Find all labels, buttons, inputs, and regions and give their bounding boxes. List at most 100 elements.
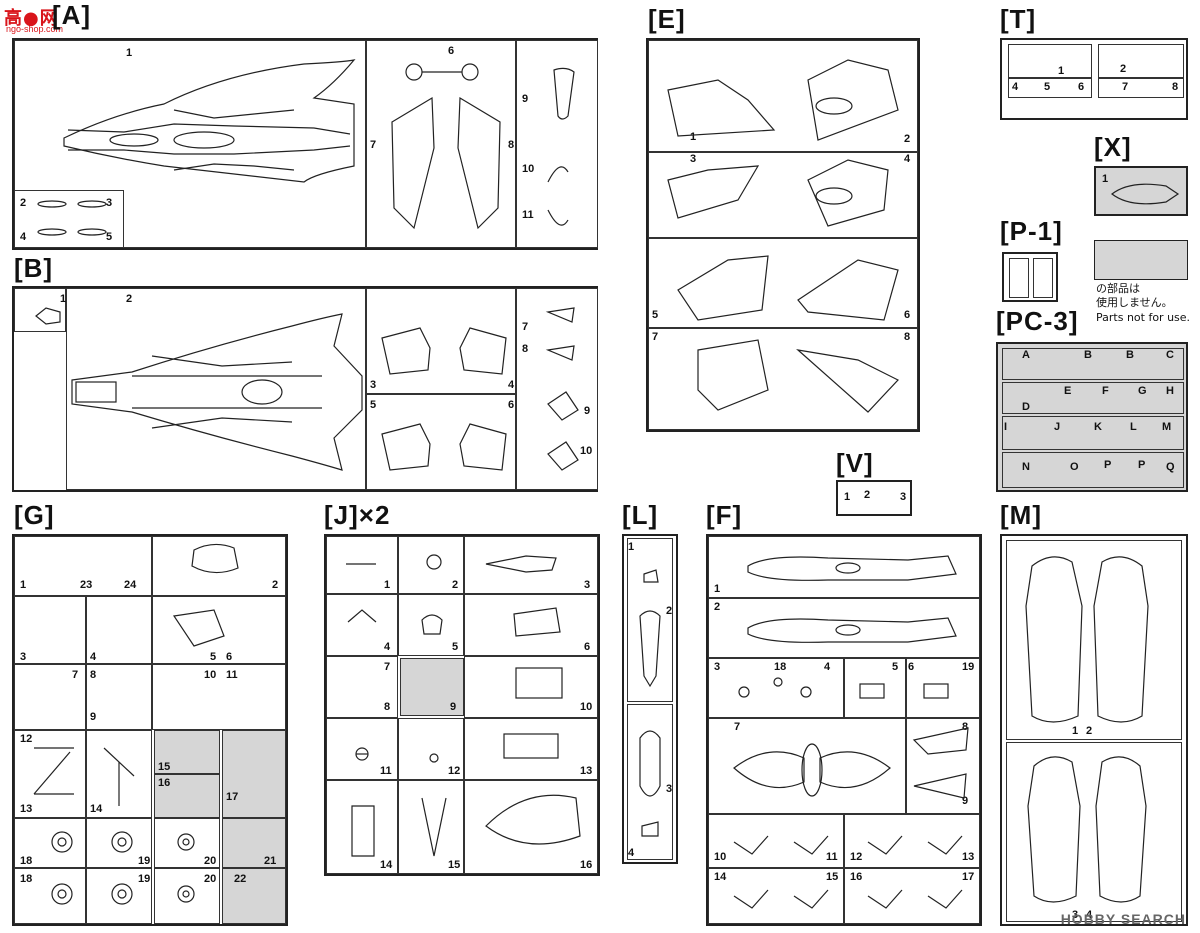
sprue-e-cell-1-2 <box>648 40 918 152</box>
part-label: 15 <box>158 761 171 773</box>
part-label: 2 <box>1086 725 1093 737</box>
sprue-g-cell-20b <box>154 868 220 924</box>
sprue-f-cell-14-15 <box>708 868 844 924</box>
part-label: 5 <box>1044 81 1051 93</box>
sprue-g-cell-3 <box>14 596 86 664</box>
sprue-b-cell-1 <box>14 288 66 332</box>
part-label: 10 <box>522 163 535 175</box>
part-label: 6 <box>508 399 515 411</box>
part-label: 24 <box>124 579 137 591</box>
part-label: 2 <box>864 489 871 501</box>
wing-root-parts-drawing <box>381 327 507 471</box>
part-label: C <box>1166 349 1174 361</box>
sprue-p1-cell-left <box>1009 258 1029 298</box>
part-label: 12 <box>448 765 461 777</box>
part-label: 3 <box>1072 909 1079 921</box>
sprue-f-cell-6-19 <box>906 658 980 718</box>
sprue-e-frame: 1 2 3 4 5 6 7 8 <box>646 38 920 432</box>
part-label: 8 <box>522 343 529 355</box>
sprue-v-frame: 1 2 3 <box>836 480 912 516</box>
sprue-j-frame: 1 2 3 4 5 6 7 8 9 10 11 12 13 14 15 16 <box>324 534 600 876</box>
part-label: 4 <box>1012 81 1019 93</box>
part-label: 2 <box>272 579 279 591</box>
part-label: 7 <box>370 139 377 151</box>
sprue-t-frame: 1 2 4 5 6 7 8 <box>1000 38 1188 120</box>
sprue-l-frame: 1 2 3 4 <box>622 534 678 864</box>
part-label: 10 <box>580 701 593 713</box>
part-label: 9 <box>584 405 591 417</box>
part-label: 11 <box>226 669 238 681</box>
part-label: 14 <box>90 803 103 815</box>
sprue-g-cell-4 <box>86 596 152 664</box>
part-label: A <box>1022 349 1030 361</box>
part-label: 1 <box>714 583 721 595</box>
part-label: 1 <box>1072 725 1079 737</box>
part-label: 9 <box>522 93 529 105</box>
sprue-g-cell-12-13 <box>14 730 86 818</box>
part-label: 7 <box>522 321 529 333</box>
landing-gear-drawing <box>33 543 239 905</box>
part-label: 16 <box>850 871 863 883</box>
part-label: K <box>1094 421 1102 433</box>
part-label: 2 <box>126 293 133 305</box>
part-label: 9 <box>90 711 97 723</box>
sprue-j-cell-5 <box>398 594 464 656</box>
part-label: 7 <box>734 721 741 733</box>
sprue-g-cell-2 <box>152 536 286 596</box>
sprue-j-cell-2 <box>398 536 464 594</box>
sprue-a-cell-1 <box>14 40 366 248</box>
part-label: 14 <box>714 871 727 883</box>
part-label: 16 <box>158 777 171 789</box>
part-label: H <box>1166 385 1174 397</box>
sprue-f-cell-3-4 <box>708 658 844 718</box>
part-label: 4 <box>904 153 911 165</box>
sprue-j-cell-16 <box>464 780 598 874</box>
small-canopy-drawing <box>547 67 575 226</box>
part-label: 8 <box>508 139 515 151</box>
cockpit-parts-drawing <box>346 554 581 857</box>
sprue-g-cell-1-24 <box>14 536 152 596</box>
part-label: 4 <box>824 661 831 673</box>
not-used-swatch <box>1094 240 1188 280</box>
part-label: 1 <box>1058 65 1065 77</box>
sprue-j-cell-14 <box>326 780 398 874</box>
part-label: 2 <box>1120 63 1127 75</box>
part-label: F <box>1102 385 1109 397</box>
part-label: 5 <box>106 231 113 243</box>
fuselage-lower-drawing <box>71 313 363 471</box>
sprue-t-cell-2 <box>1098 44 1184 78</box>
part-label: 2 <box>666 605 673 617</box>
part-label: 1 <box>126 47 133 59</box>
part-label: 1 <box>384 579 391 591</box>
part-label: 2 <box>714 601 721 613</box>
sprue-f-cell-2 <box>708 598 980 658</box>
sprue-b-frame: 1 2 3 4 5 6 7 8 9 10 <box>12 286 598 492</box>
part-label: 20 <box>204 873 217 885</box>
sprue-f-cell-10-11 <box>708 814 844 868</box>
sprue-b-cell-7-10 <box>516 288 598 490</box>
part-label: 15 <box>826 871 839 883</box>
sprue-j-cell-3 <box>464 536 598 594</box>
sprue-pc3-row-1 <box>1002 348 1184 380</box>
sprue-l-title: [L] <box>622 500 659 530</box>
sprue-t-cell-1 <box>1008 44 1092 78</box>
part-label: P <box>1104 459 1112 471</box>
part-label: 8 <box>90 669 97 681</box>
sprue-pc3-row-3 <box>1002 416 1184 450</box>
part-label: 6 <box>584 641 591 653</box>
intake-parts-drawing <box>391 63 501 230</box>
part-label: 12 <box>20 733 33 745</box>
part-label: 1 <box>628 541 635 553</box>
part-label: 11 <box>380 765 392 777</box>
part-label: 18 <box>774 661 787 673</box>
part-label: 9 <box>450 701 457 713</box>
sprue-f-cell-7 <box>708 718 906 814</box>
legend-jp-line2: 使用しません。 <box>1096 296 1173 309</box>
part-label: I <box>1004 421 1008 433</box>
sprue-m-cell-1-2 <box>1006 540 1182 740</box>
part-label: 2 <box>904 133 911 145</box>
fuselage-upper-drawing <box>63 59 356 183</box>
part-label: 10 <box>204 669 217 681</box>
sprue-j-cell-9 <box>400 658 464 716</box>
sprue-g-frame: 1 23 24 2 3 4 5 6 7 8 9 10 11 12 13 14 1… <box>12 534 288 926</box>
